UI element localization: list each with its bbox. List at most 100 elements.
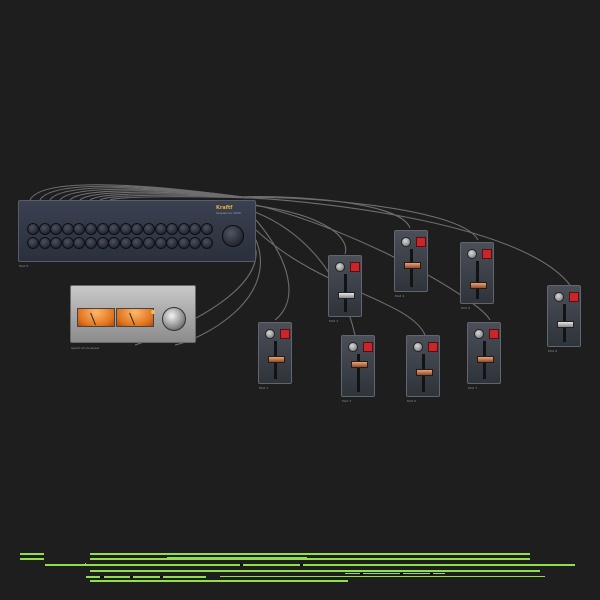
timeline-gap (130, 576, 133, 578)
step-knob[interactable] (85, 237, 97, 249)
step-knob[interactable] (50, 237, 63, 249)
vu-caption: Spectrum Analyser (71, 346, 100, 350)
fader-module[interactable] (547, 285, 581, 347)
fader-module[interactable] (467, 322, 501, 384)
step-knob[interactable] (143, 237, 155, 249)
mute-button[interactable] (416, 237, 426, 247)
module-caption: Mod 7 (468, 386, 478, 390)
fader-module[interactable] (328, 255, 362, 317)
step-knob[interactable] (73, 223, 86, 235)
fader-cap[interactable] (557, 320, 574, 328)
mute-button[interactable] (482, 249, 492, 259)
pan-knob[interactable] (401, 237, 411, 247)
fader-cap[interactable] (351, 360, 368, 368)
module-caption: Mod 1 (259, 386, 269, 390)
fader-cap[interactable] (268, 355, 285, 363)
mute-button[interactable] (363, 342, 373, 352)
step-knob[interactable] (166, 237, 179, 249)
fader-cap[interactable] (470, 282, 487, 290)
timeline-clip[interactable] (90, 570, 540, 572)
pan-knob[interactable] (554, 292, 564, 302)
timeline-clip[interactable] (86, 576, 206, 578)
mute-button[interactable] (569, 292, 579, 302)
step-knob[interactable] (27, 223, 39, 235)
pan-knob[interactable] (348, 342, 358, 352)
sequencer-brand: Kraftf (216, 205, 233, 211)
timeline-clip[interactable] (167, 557, 307, 558)
power-lamp (151, 310, 155, 314)
timeline-clip[interactable] (20, 558, 44, 560)
module-caption: Mod 4 (395, 294, 405, 298)
fader-module[interactable] (258, 322, 292, 384)
timeline-clip[interactable] (85, 563, 86, 566)
timeline-gap (400, 573, 403, 575)
vu-meter-module[interactable] (70, 285, 196, 343)
cable (239, 196, 411, 229)
step-knob[interactable] (38, 237, 51, 249)
step-knob[interactable] (166, 223, 179, 235)
pan-knob[interactable] (335, 262, 345, 272)
fader-cap[interactable] (404, 262, 421, 270)
timeline-clip[interactable] (345, 573, 445, 574)
sequencer-module[interactable]: Kraftf Sequencer 2000 (18, 200, 256, 262)
timeline-clip[interactable] (90, 558, 530, 560)
fader-module[interactable] (341, 335, 375, 397)
master-knob[interactable] (222, 225, 244, 247)
module-caption: Mod 5 (407, 399, 417, 403)
module-caption: Mod 3 (342, 399, 352, 403)
fader-cap[interactable] (477, 355, 494, 363)
pan-knob[interactable] (474, 329, 484, 339)
step-knob[interactable] (201, 237, 213, 249)
timeline-clip[interactable] (220, 576, 545, 577)
timeline-clip[interactable] (45, 564, 575, 566)
timeline-clip[interactable] (20, 553, 44, 555)
step-knob[interactable] (177, 237, 190, 249)
step-knob[interactable] (108, 223, 121, 235)
mute-button[interactable] (350, 262, 360, 272)
step-knob[interactable] (131, 237, 144, 249)
step-knob[interactable] (189, 223, 202, 235)
timeline-gap (360, 573, 363, 575)
vu-meter-left (77, 308, 115, 327)
module-caption: Mod 2 (329, 319, 339, 323)
step-knob[interactable] (96, 223, 109, 235)
mute-button[interactable] (489, 329, 499, 339)
step-knob[interactable] (119, 237, 132, 249)
step-knob[interactable] (50, 223, 63, 235)
step-knob[interactable] (154, 223, 167, 235)
step-knob[interactable] (27, 237, 39, 249)
mute-button[interactable] (428, 342, 438, 352)
pan-knob[interactable] (467, 249, 477, 259)
pan-knob[interactable] (265, 329, 275, 339)
timeline-clip[interactable] (90, 580, 348, 582)
fader-module[interactable] (460, 242, 494, 304)
step-knob[interactable] (85, 223, 97, 235)
fader-cap[interactable] (416, 368, 433, 376)
step-knob[interactable] (131, 223, 144, 235)
step-knob[interactable] (38, 223, 51, 235)
fader-track (357, 354, 360, 392)
fader-module[interactable] (406, 335, 440, 397)
step-knob[interactable] (73, 237, 86, 249)
module-caption: Mod 8 (548, 349, 558, 353)
step-knob[interactable] (177, 223, 190, 235)
sequencer-caption: Mod 8 (19, 264, 29, 268)
timeline-clip[interactable] (90, 553, 530, 555)
step-knob[interactable] (201, 223, 213, 235)
pan-knob[interactable] (413, 342, 423, 352)
fader-cap[interactable] (338, 292, 355, 300)
fader-module[interactable] (394, 230, 428, 292)
step-knob[interactable] (96, 237, 109, 249)
step-knob[interactable] (154, 237, 167, 249)
step-knob[interactable] (189, 237, 202, 249)
step-knob[interactable] (119, 223, 132, 235)
gain-knob[interactable] (162, 307, 186, 331)
step-knob[interactable] (143, 223, 155, 235)
mute-button[interactable] (280, 329, 290, 339)
timeline-clip[interactable] (36, 553, 44, 555)
step-knob[interactable] (108, 237, 121, 249)
step-knob[interactable] (61, 223, 74, 235)
step-knob[interactable] (61, 237, 74, 249)
